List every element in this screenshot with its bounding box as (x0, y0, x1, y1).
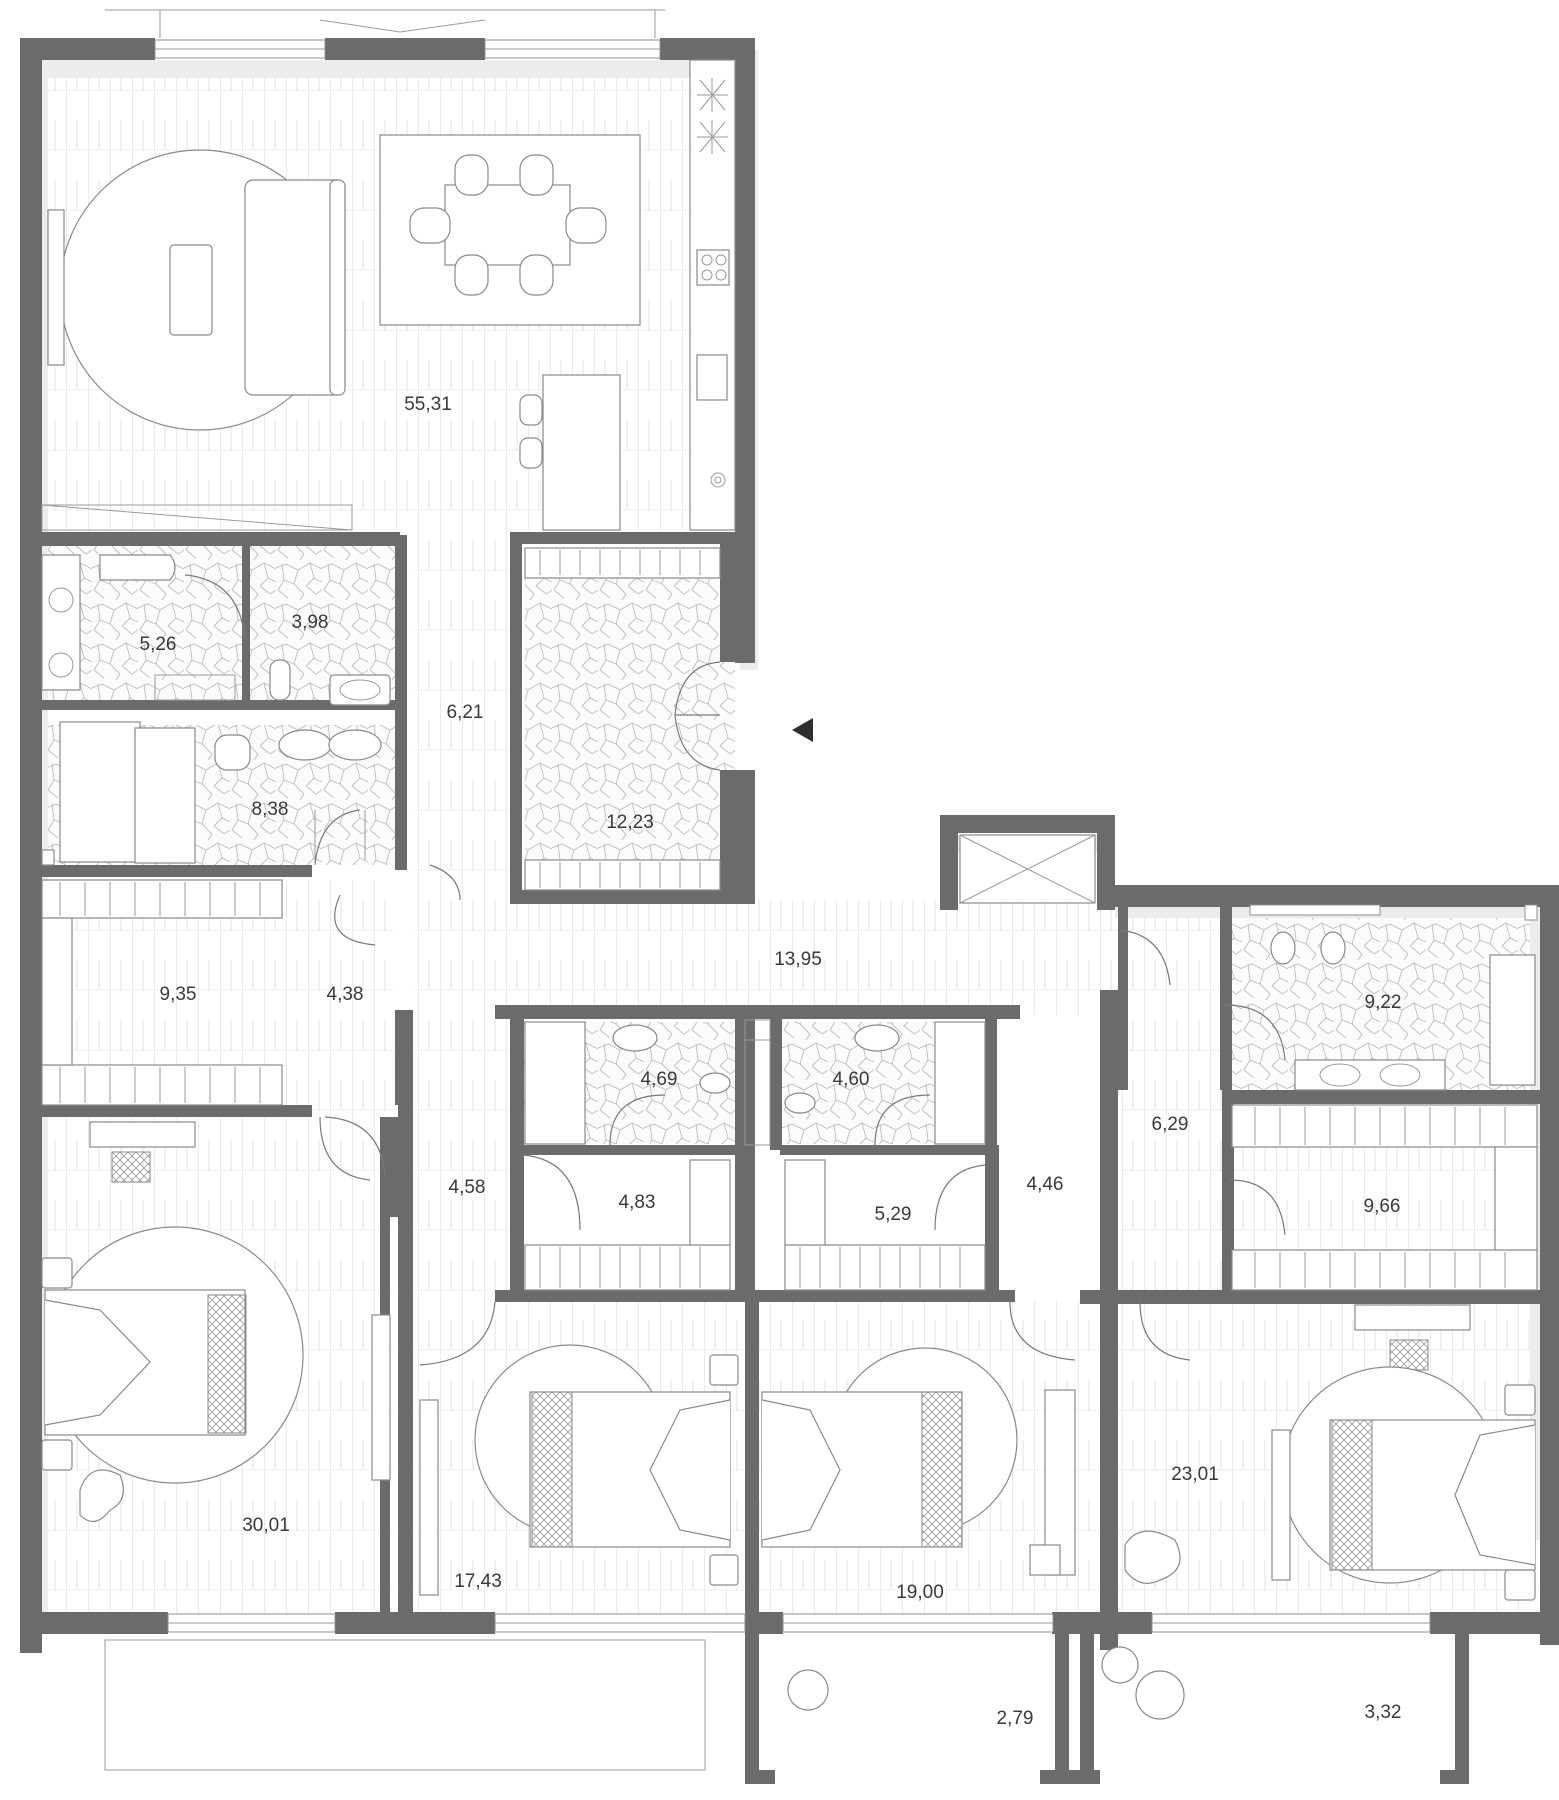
area-label-bathroom-3: 4,60 (833, 1069, 870, 1090)
area-label-bathroom-1: 8,38 (252, 799, 289, 820)
area-labels: 55,31 5,26 3,98 6,21 8,38 12,23 13,95 9,… (140, 394, 1402, 1729)
area-label-laundry: 5,26 (140, 634, 177, 655)
windows (104, 9, 1538, 1771)
kitchen-furniture (519, 59, 736, 531)
area-label-wardrobe-3: 5,29 (875, 1204, 912, 1225)
wet-room-fixtures-left (41, 554, 391, 866)
area-label-balcony-2: 3,32 (1365, 1702, 1402, 1723)
area-label-wardrobe-1: 9,35 (160, 984, 197, 1005)
entrance-hall-fixtures (429, 547, 721, 901)
shaft (959, 834, 1096, 904)
wardrobe-left-fixtures (41, 879, 376, 1181)
area-label-corridor-4: 4,58 (449, 1177, 486, 1198)
walls (20, 38, 1559, 1784)
arrow-left-icon (792, 718, 813, 742)
area-label-entrance-hall: 12,23 (606, 812, 654, 833)
area-label-corridor-2: 4,38 (327, 984, 364, 1005)
small-wardrobes (522, 1154, 986, 1291)
right-bath-fixtures (1119, 929, 1538, 1291)
living-room-furniture (41, 149, 353, 531)
bedroom-3-furniture (761, 1301, 1076, 1576)
dining-furniture (379, 134, 641, 326)
bedroom-4-furniture (1124, 1301, 1536, 1601)
area-label-bedroom-3: 19,00 (896, 1582, 944, 1603)
area-label-living-kitchen: 55,31 (404, 394, 452, 415)
area-label-bathroom-2: 4,69 (641, 1069, 678, 1090)
area-label-corridor-3: 6,29 (1152, 1114, 1189, 1135)
bedroom-1-furniture (41, 1116, 391, 1522)
area-label-bedroom-4: 23,01 (1171, 1464, 1219, 1485)
area-label-hall: 13,95 (774, 949, 822, 970)
area-label-corridor-5: 4,46 (1027, 1174, 1064, 1195)
area-label-bedroom-2: 17,43 (454, 1571, 502, 1592)
area-label-wardrobe-4: 9,66 (1364, 1196, 1401, 1217)
area-label-bedroom-1: 30,01 (242, 1515, 290, 1536)
area-label-wc-1: 3,98 (292, 612, 329, 633)
bedroom-2-furniture (419, 1301, 739, 1596)
area-label-wardrobe-2: 4,83 (619, 1192, 656, 1213)
area-label-corridor-1: 6,21 (447, 702, 484, 723)
central-bath-fixtures (524, 1019, 986, 1146)
area-label-balcony-1: 2,79 (997, 1708, 1034, 1729)
area-label-bathroom-4: 9,22 (1365, 992, 1402, 1013)
balcony-furniture (787, 1646, 1185, 1720)
